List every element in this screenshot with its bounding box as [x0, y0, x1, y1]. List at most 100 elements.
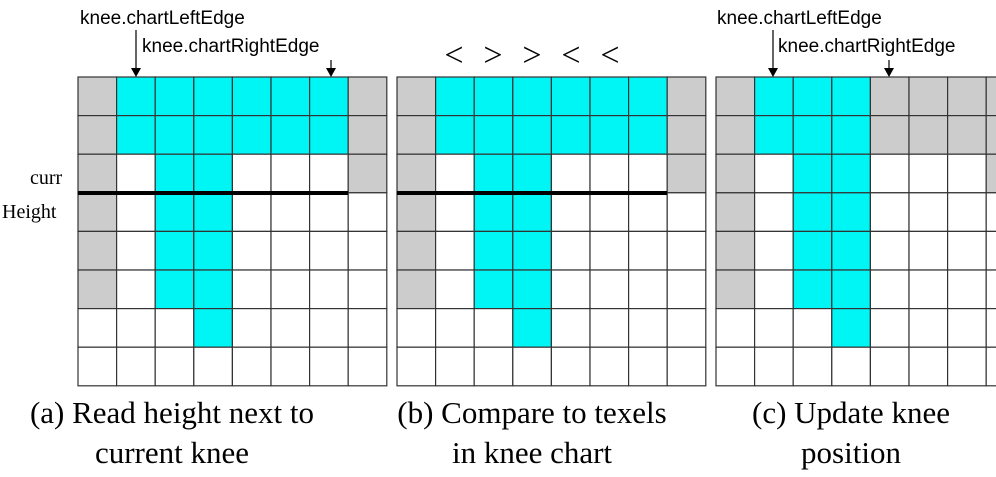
panel-b-texel-cyan	[550, 114, 591, 155]
panel-c-texel-gray	[869, 76, 910, 117]
panel-c-texel-gray	[715, 269, 756, 310]
panel-a-texel-cyan	[154, 230, 195, 271]
panel-b-texel-white	[435, 308, 475, 348]
panel-c-texel-cyan	[831, 192, 871, 233]
panel-a-texel-white	[154, 346, 195, 387]
panel-c-texel-gray	[715, 153, 756, 194]
panel-c-caption-line1: (c) Update knee	[752, 395, 950, 430]
panel-a-texel-cyan	[154, 114, 195, 155]
panel-a-texel-gray	[347, 153, 388, 194]
panel-c-texel-cyan	[831, 269, 871, 310]
panel-c-texel-white	[946, 346, 987, 387]
panel-c-texel-white	[831, 346, 871, 387]
panel-b-texel-gray	[666, 114, 707, 155]
panel-b-texel-gray	[396, 230, 437, 271]
panel-c-texel-cyan	[831, 114, 871, 155]
panel-b-texel-white	[550, 192, 591, 233]
panel-a-texel-cyan	[154, 153, 195, 194]
panel-a-texel-cyan	[154, 76, 195, 117]
panel-b-texel-cyan	[473, 114, 514, 155]
panel-a-texel-white	[115, 230, 156, 271]
panel-b-texel-white	[589, 346, 630, 387]
panel-a-texel-white	[270, 230, 311, 271]
panel-b-texel-white	[435, 230, 475, 271]
panel-b-texel-white	[589, 230, 630, 271]
panel-c-texel-cyan	[831, 308, 871, 348]
panel-c-texel-white	[869, 230, 910, 271]
panel-a-texel-cyan	[193, 76, 234, 117]
panel-c-texel-white	[753, 192, 794, 233]
panel-c-right-edge-arrowhead	[884, 68, 894, 77]
panel-a-texel-cyan	[193, 230, 234, 271]
panel-b-texel-white	[627, 153, 668, 194]
panel-a: knee.chartLeftEdge knee.chartRightEdge c…	[2, 8, 388, 470]
panel-a-side-label-curr: curr	[30, 167, 63, 189]
panel-c-texel-white	[869, 153, 910, 194]
panel-a-texel-cyan	[154, 269, 195, 310]
panel-a-texel-white	[231, 230, 272, 271]
panel-a-texel-white	[309, 230, 349, 271]
panel-c-texel-white	[792, 346, 833, 387]
panel-c-texel-cyan	[831, 153, 871, 194]
panel-b-comparisons: < > > < <	[444, 37, 619, 74]
panel-a-texel-cyan	[309, 114, 349, 155]
panel-b-texel-gray	[396, 114, 437, 155]
panel-a-texel-white	[115, 192, 156, 233]
panel-a-texel-cyan	[309, 76, 349, 117]
panel-b-texel-white	[550, 346, 591, 387]
panel-a-right-edge-label: knee.chartRightEdge	[142, 36, 319, 57]
panel-a-texel-white	[347, 230, 388, 271]
panel-a-left-edge-arrowhead	[131, 68, 141, 77]
panel-b-texel-white	[473, 346, 514, 387]
panel-c-texel-white	[753, 269, 794, 310]
panel-b-texel-white	[473, 308, 514, 348]
panel-c-texel-cyan	[792, 192, 833, 233]
panel-b-texel-gray	[666, 76, 707, 117]
panel-c-texel-white	[869, 346, 910, 387]
panel-b-texel-white	[550, 153, 591, 194]
panel-b-texel-white	[627, 308, 668, 348]
panel-c-texel-gray	[908, 114, 949, 155]
panel-c-texel-white	[715, 346, 756, 387]
panel-c-texel-white	[869, 269, 910, 310]
panel-b-texel-cyan	[473, 269, 514, 310]
panel-a-texel-white	[231, 308, 272, 348]
panel-a-texel-cyan	[154, 192, 195, 233]
panel-b-texel-white	[666, 346, 707, 387]
panel-c-texel-cyan	[792, 230, 833, 271]
panel-a-texel-white	[115, 308, 156, 348]
panel-b-texel-cyan	[435, 76, 475, 117]
panel-c-texel-gray	[946, 114, 987, 155]
panel-b-texel-white	[550, 269, 591, 310]
panel-c-texel-cyan	[831, 76, 871, 117]
panel-a-texel-cyan	[115, 76, 156, 117]
panel-b-texel-cyan	[512, 192, 552, 233]
panel-c-texel-white	[908, 269, 949, 310]
panel-b-texel-white	[627, 346, 668, 387]
panel-b-texel-cyan	[589, 76, 630, 117]
panel-a-texel-cyan	[193, 192, 234, 233]
panel-b-texel-white	[666, 230, 707, 271]
panel-c-texel-white	[792, 308, 833, 348]
panel-a-texel-white	[193, 346, 234, 387]
panel-a-texel-cyan	[115, 114, 156, 155]
panel-b-texel-cyan	[473, 192, 514, 233]
panel-c-texel-gray	[985, 153, 996, 194]
panel-a-texel-white	[115, 269, 156, 310]
panel-b-texel-cyan	[512, 153, 552, 194]
panel-a-texel-white	[231, 346, 272, 387]
panel-a-texel-white	[77, 308, 118, 348]
panel-a-right-edge-arrowhead	[326, 68, 336, 77]
panel-a-texel-white	[309, 153, 349, 194]
panel-b-texel-cyan	[550, 76, 591, 117]
panel-c-texel-white	[985, 269, 996, 310]
panel-b-texel-cyan	[512, 308, 552, 348]
panel-b-texel-white	[589, 308, 630, 348]
panel-a-texel-white	[309, 192, 349, 233]
panel-c-texel-cyan	[792, 153, 833, 194]
panel-b-texel-white	[435, 192, 475, 233]
panel-c-texel-gray	[715, 76, 756, 117]
panel-c-texel-white	[869, 308, 910, 348]
panel-b-texel-cyan	[512, 76, 552, 117]
panel-b-texel-white	[435, 269, 475, 310]
